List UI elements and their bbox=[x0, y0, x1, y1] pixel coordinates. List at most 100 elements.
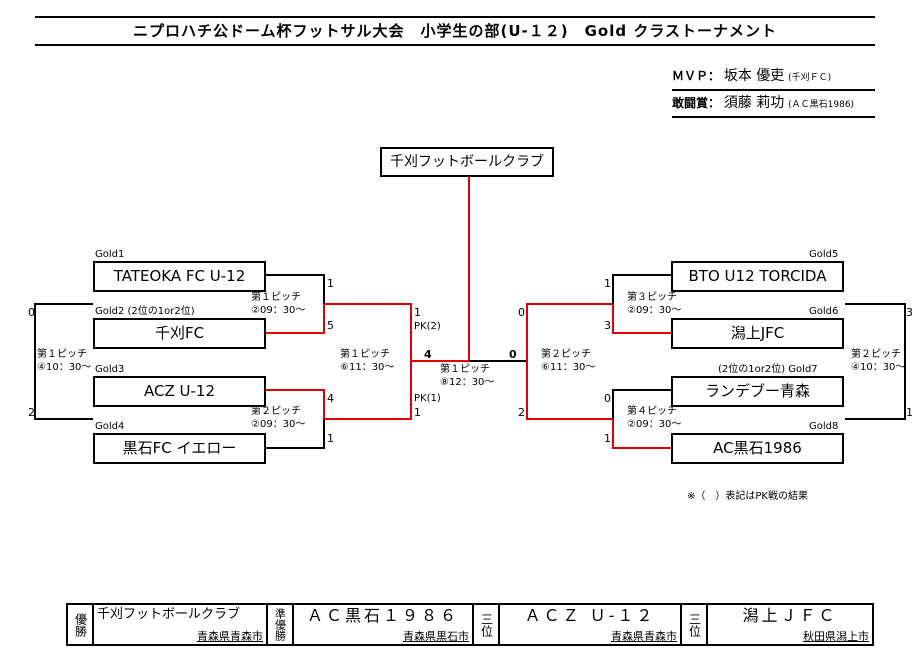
seed-gold6: Gold6 bbox=[809, 306, 839, 317]
third-place-pref-b: 秋田県潟上市 bbox=[803, 630, 869, 643]
score-left-side-top: 0 bbox=[28, 306, 35, 319]
third-place-label-b: 三位 bbox=[682, 605, 708, 644]
score-right-side-bottom: 1 bbox=[906, 406, 913, 419]
fighting-spirit-row: 敢闘賞： 須藤 莉功 (ＡＣ黒石1986) bbox=[672, 91, 875, 118]
line-left-side-match bbox=[34, 303, 93, 420]
first-place-pref: 青森県青森市 bbox=[197, 630, 263, 643]
second-place-label: 準優勝 bbox=[268, 605, 294, 644]
line-right-t6 bbox=[612, 304, 672, 334]
match1-time: ②09：30～ bbox=[251, 305, 306, 316]
third-place-cell-b: 潟上ＪＦＣ 秋田県潟上市 bbox=[708, 605, 872, 644]
third-place-label-b-text: 三位 bbox=[687, 612, 702, 637]
bracket-lines bbox=[34, 176, 906, 449]
line-right-t5 bbox=[612, 274, 672, 304]
match3-time: ②09：30～ bbox=[627, 305, 682, 316]
pk-left-semi-top: PK(2) bbox=[414, 321, 441, 332]
line-left-semi-top bbox=[324, 303, 412, 361]
line-right-side-match bbox=[845, 303, 906, 420]
score-final-left: 4 bbox=[424, 348, 432, 361]
team-box-gold7: ランデブー青森 bbox=[671, 376, 844, 407]
first-place-cell: 千刈フットボールクラブ 青森県青森市 bbox=[94, 605, 268, 644]
seed-gold2: Gold2 (2位の1or2位) bbox=[95, 306, 195, 317]
line-right-t8 bbox=[612, 419, 672, 449]
first-place-team: 千刈フットボールクラブ bbox=[97, 607, 241, 622]
awards-block: ＭＶＰ： 坂本 優吏 (千刈ＦＣ) 敢闘賞： 須藤 莉功 (ＡＣ黒石1986) bbox=[672, 64, 875, 118]
right-semi-time: ⑥11：30～ bbox=[541, 362, 596, 373]
team-box-gold8: AC黒石1986 bbox=[671, 433, 844, 464]
mvp-label: ＭＶＰ： bbox=[672, 69, 721, 83]
fighting-spirit-label: 敢闘賞： bbox=[672, 96, 721, 110]
second-place-pref: 青森県黒石市 bbox=[403, 630, 469, 643]
third-place-pref-a: 青森県青森市 bbox=[611, 630, 677, 643]
third-place-label-a: 三位 bbox=[474, 605, 500, 644]
second-place-cell: ＡＣ黒石１９８６ 青森県黒石市 bbox=[294, 605, 474, 644]
score-right-semi-top: 0 bbox=[518, 306, 525, 319]
right-side-time: ④10：30～ bbox=[851, 362, 906, 373]
match4-time: ②09：30～ bbox=[627, 419, 682, 430]
third-place-label-a-text: 三位 bbox=[479, 612, 494, 637]
team-box-gold4: 黒石FC イエロー bbox=[93, 433, 266, 464]
score-gold7: 0 bbox=[604, 392, 611, 405]
right-semi-pitch: 第２ピッチ bbox=[541, 349, 591, 360]
second-place-label-text: 準優勝 bbox=[273, 608, 287, 641]
line-left-semi-bottom bbox=[324, 361, 412, 420]
match4-pitch: 第４ピッチ bbox=[627, 406, 677, 417]
score-gold8: 1 bbox=[604, 432, 611, 445]
final-time: ⑧12：30～ bbox=[440, 377, 495, 388]
seed-gold3: Gold3 bbox=[95, 364, 125, 375]
seed-gold4: Gold4 bbox=[95, 421, 125, 432]
left-semi-time: ⑥11：30～ bbox=[340, 362, 395, 373]
score-right-side-top: 3 bbox=[906, 306, 913, 319]
final-pitch: 第１ピッチ bbox=[440, 364, 490, 375]
match3-pitch: 第３ピッチ bbox=[627, 292, 677, 303]
score-gold1: 1 bbox=[327, 277, 334, 290]
line-left-t1 bbox=[265, 274, 325, 304]
page-title: ニプロハチ公ドーム杯フットサル大会 小学生の部(U-１２) Gold クラストー… bbox=[35, 16, 875, 46]
team-box-gold2: 千刈FC bbox=[93, 318, 266, 349]
score-left-side-bottom: 2 bbox=[28, 406, 35, 419]
left-semi-pitch: 第１ピッチ bbox=[340, 349, 390, 360]
seed-gold7: (2位の1or2位) Gold7 bbox=[718, 364, 818, 375]
team-box-gold3: ACZ U-12 bbox=[93, 376, 266, 407]
third-place-cell-a: ＡＣＺ Ｕ-１２ 青森県青森市 bbox=[500, 605, 682, 644]
first-place-label: 優勝 bbox=[68, 605, 94, 644]
third-place-team-a: ＡＣＺ Ｕ-１２ bbox=[524, 606, 656, 625]
seed-gold1: Gold1 bbox=[95, 249, 125, 260]
second-place-team: ＡＣ黒石１９８６ bbox=[306, 606, 459, 625]
right-side-pitch: 第２ピッチ bbox=[851, 349, 901, 360]
seed-gold8: Gold8 bbox=[809, 421, 839, 432]
mvp-name: 坂本 優吏 bbox=[723, 68, 785, 84]
match1-pitch: 第１ピッチ bbox=[251, 292, 301, 303]
line-left-t2 bbox=[265, 304, 325, 334]
score-gold5: 1 bbox=[604, 277, 611, 290]
score-gold4: 1 bbox=[327, 432, 334, 445]
score-left-semi-bottom: 1 bbox=[414, 406, 421, 419]
fighting-spirit-team: (ＡＣ黒石1986) bbox=[788, 100, 855, 110]
fighting-spirit-name: 須藤 莉功 bbox=[723, 95, 785, 111]
line-right-semi-bottom bbox=[526, 361, 613, 420]
left-side-time: ④10：30～ bbox=[37, 362, 92, 373]
score-right-semi-bottom: 2 bbox=[518, 406, 525, 419]
score-gold2: 5 bbox=[327, 319, 334, 332]
team-box-gold6: 潟上JFC bbox=[671, 318, 844, 349]
mvp-row: ＭＶＰ： 坂本 優吏 (千刈ＦＣ) bbox=[672, 64, 875, 91]
pk-left-semi-bottom: PK(1) bbox=[414, 393, 441, 404]
line-left-t3 bbox=[265, 389, 325, 419]
score-gold6: 3 bbox=[604, 319, 611, 332]
mvp-team: (千刈ＦＣ) bbox=[788, 73, 832, 83]
left-side-pitch: 第１ピッチ bbox=[37, 349, 87, 360]
match2-pitch: 第２ピッチ bbox=[251, 406, 301, 417]
third-place-team-b: 潟上ＪＦＣ bbox=[742, 606, 838, 625]
score-gold3: 4 bbox=[327, 392, 334, 405]
first-place-label-text: 優勝 bbox=[73, 612, 88, 637]
champion-box: 千刈フットボールクラブ bbox=[380, 147, 554, 177]
line-left-t4 bbox=[265, 419, 325, 449]
score-final-right: 0 bbox=[509, 348, 517, 361]
team-box-gold1: TATEOKA FC U-12 bbox=[93, 261, 266, 292]
line-right-semi-top bbox=[526, 303, 613, 361]
pk-note: ※（ ）表記はPK戦の結果 bbox=[687, 491, 808, 502]
team-box-gold5: BTO U12 TORCIDA bbox=[671, 261, 844, 292]
seed-gold5: Gold5 bbox=[809, 249, 839, 260]
match2-time: ②09：30～ bbox=[251, 419, 306, 430]
results-table: 優勝 千刈フットボールクラブ 青森県青森市 準優勝 ＡＣ黒石１９８６ 青森県黒石… bbox=[66, 603, 874, 646]
